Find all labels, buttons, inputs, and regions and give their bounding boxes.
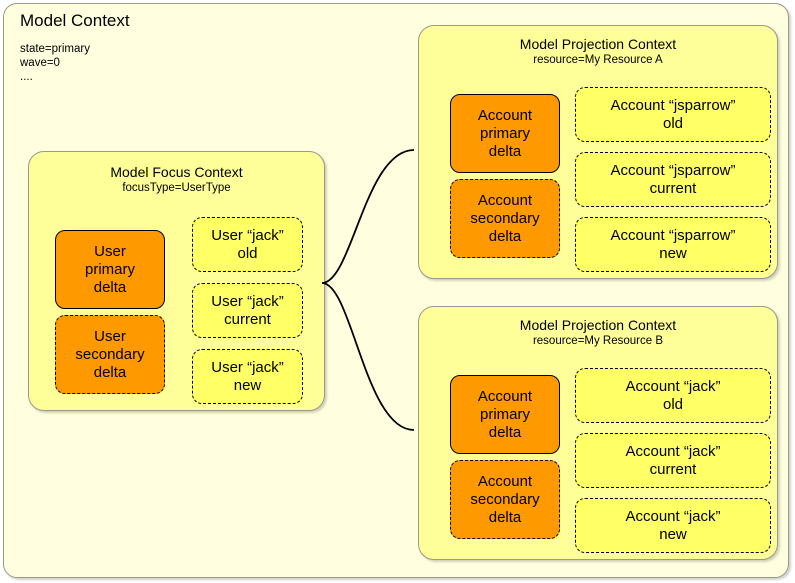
model-context-property: wave=0 (20, 57, 60, 69)
account-jack-current-node[interactable]: Account “jack” current (575, 433, 771, 488)
model-context-container: Model Context state=primary wave=0 .... … (3, 3, 789, 578)
account-secondary-delta-node-b[interactable]: Account secondary delta (450, 460, 560, 539)
node-line: new (659, 244, 687, 262)
model-context-properties: state=primary wave=0 .... (20, 42, 90, 84)
account-jsparrow-new-node[interactable]: Account “jsparrow” new (575, 217, 771, 272)
node-line: old (237, 244, 258, 262)
node-line: old (662, 395, 684, 413)
focus-context-header: Model Focus Context focusType=UserType (29, 164, 324, 195)
account-jack-old-node[interactable]: Account “jack” old (575, 368, 771, 423)
model-context-property: .... (20, 71, 33, 83)
projection-b-header: Model Projection Context resource=My Res… (419, 317, 777, 348)
node-line: Account (477, 387, 533, 405)
node-line: current (649, 179, 697, 197)
user-jack-current-node[interactable]: User “jack” current (192, 283, 303, 338)
node-line: primary (479, 405, 530, 423)
node-line: new (233, 376, 262, 394)
node-line: primary (479, 124, 530, 142)
node-line: User “jack” (211, 358, 284, 376)
projection-a-header: Model Projection Context resource=My Res… (419, 36, 777, 67)
projection-a-subtitle: resource=My Resource A (533, 54, 663, 66)
node-line: delta (93, 363, 127, 381)
node-line: primary (84, 260, 135, 278)
account-primary-delta-node-a[interactable]: Account primary delta (450, 94, 560, 173)
user-secondary-delta-node[interactable]: User secondary delta (55, 315, 165, 394)
node-line: current (224, 310, 271, 328)
node-line: Account “jsparrow” (610, 226, 736, 244)
node-line: User “jack” (211, 226, 284, 244)
user-jack-old-node[interactable]: User “jack” old (192, 217, 303, 272)
node-line: current (649, 460, 697, 478)
node-line: Account (477, 472, 533, 490)
model-projection-context-b-panel: Model Projection Context resource=My Res… (418, 306, 778, 560)
node-line: secondary (75, 345, 145, 363)
model-context-title: Model Context (20, 11, 130, 30)
focus-context-subtitle: focusType=UserType (122, 182, 231, 194)
account-secondary-delta-node-a[interactable]: Account secondary delta (450, 179, 560, 258)
focus-context-title: Model Focus Context (110, 164, 243, 180)
node-line: User (94, 327, 126, 345)
node-line: old (662, 114, 684, 132)
node-line: secondary (470, 490, 540, 508)
node-line: Account “jack” (625, 377, 721, 395)
node-line: Account “jsparrow” (610, 96, 736, 114)
account-jsparrow-old-node[interactable]: Account “jsparrow” old (575, 87, 771, 142)
model-context-property: state=primary (20, 43, 90, 55)
user-jack-new-node[interactable]: User “jack” new (192, 349, 303, 404)
account-jsparrow-current-node[interactable]: Account “jsparrow” current (575, 152, 771, 207)
model-projection-context-a-panel: Model Projection Context resource=My Res… (418, 25, 778, 279)
node-line: Account “jsparrow” (610, 161, 736, 179)
node-line: delta (93, 278, 127, 296)
projection-b-subtitle: resource=My Resource B (532, 335, 664, 347)
node-line: delta (488, 227, 522, 245)
model-focus-context-panel: Model Focus Context focusType=UserType U… (28, 151, 325, 411)
account-primary-delta-node-b[interactable]: Account primary delta (450, 375, 560, 454)
node-line: delta (488, 423, 522, 441)
node-line: User (94, 242, 126, 260)
node-line: Account (477, 191, 533, 209)
node-line: Account “jack” (625, 442, 721, 460)
account-jack-new-node[interactable]: Account “jack” new (575, 498, 771, 553)
node-line: secondary (470, 209, 540, 227)
node-line: new (659, 525, 687, 543)
projection-b-title: Model Projection Context (519, 317, 677, 333)
user-primary-delta-node[interactable]: User primary delta (55, 230, 165, 309)
node-line: Account “jack” (625, 507, 721, 525)
node-line: Account (477, 106, 533, 124)
node-line: delta (488, 142, 522, 160)
projection-a-title: Model Projection Context (519, 36, 677, 52)
node-line: delta (488, 508, 522, 526)
node-line: User “jack” (211, 292, 284, 310)
